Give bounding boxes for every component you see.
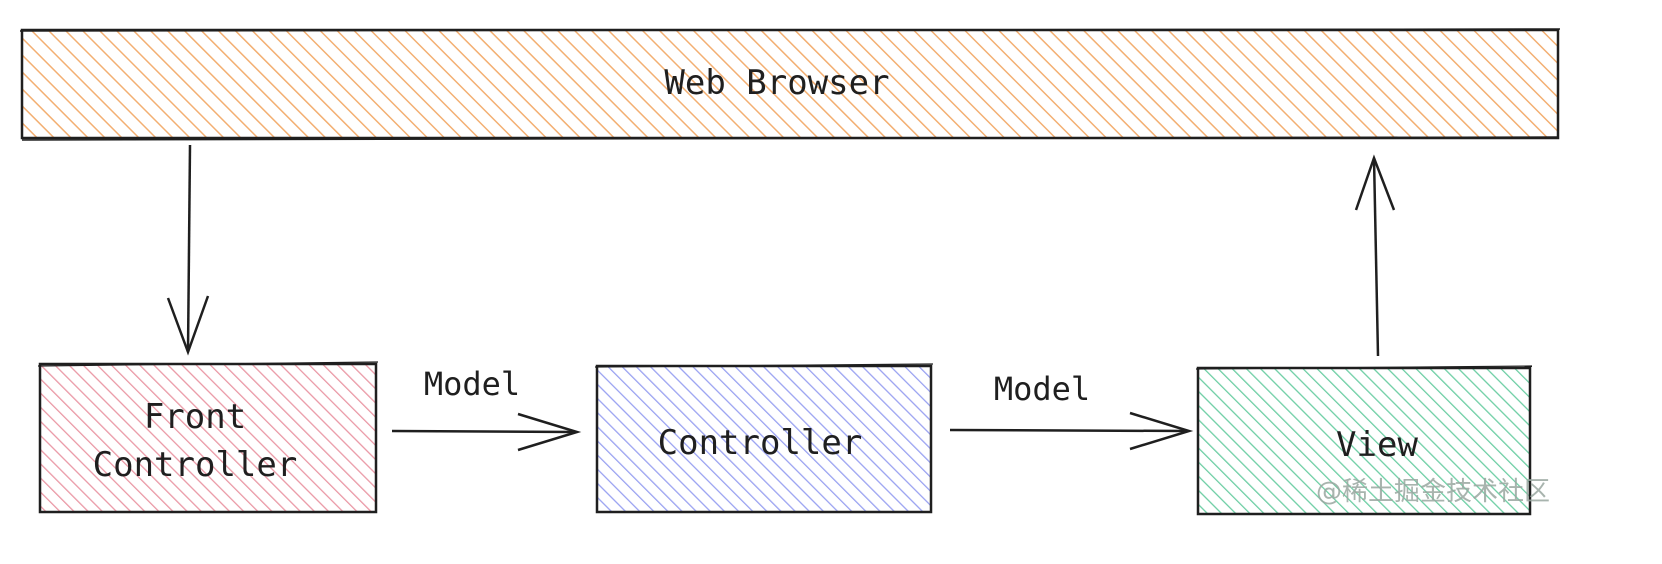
- edge-label-model-2: Model: [994, 370, 1090, 408]
- view-node: View: [1195, 365, 1533, 516]
- watermark-text: @稀土掘金技术社区: [1316, 477, 1550, 507]
- front-controller-label-line1: Front: [144, 397, 246, 437]
- arrow-view-to-browser: [1354, 154, 1396, 357]
- front-controller-label-line2: Controller: [93, 445, 298, 485]
- view-label: View: [1336, 425, 1418, 465]
- web-browser-box: [20, 28, 1560, 140]
- controller-box: [595, 364, 933, 514]
- arrow-controller-to-view: Model: [949, 370, 1194, 451]
- front-controller-node: Front Controller: [37, 361, 379, 514]
- edge-label-model-1: Model: [424, 365, 520, 403]
- front-controller-box: [38, 362, 378, 514]
- arrow-front-controller-to-controller: Model: [391, 365, 582, 452]
- arrow-browser-to-front-controller: [166, 144, 210, 356]
- controller-node: Controller: [594, 363, 934, 514]
- web-browser-label: Web Browser: [664, 63, 889, 103]
- controller-label: Controller: [658, 423, 863, 463]
- web-browser-node: Web Browser: [19, 28, 1561, 141]
